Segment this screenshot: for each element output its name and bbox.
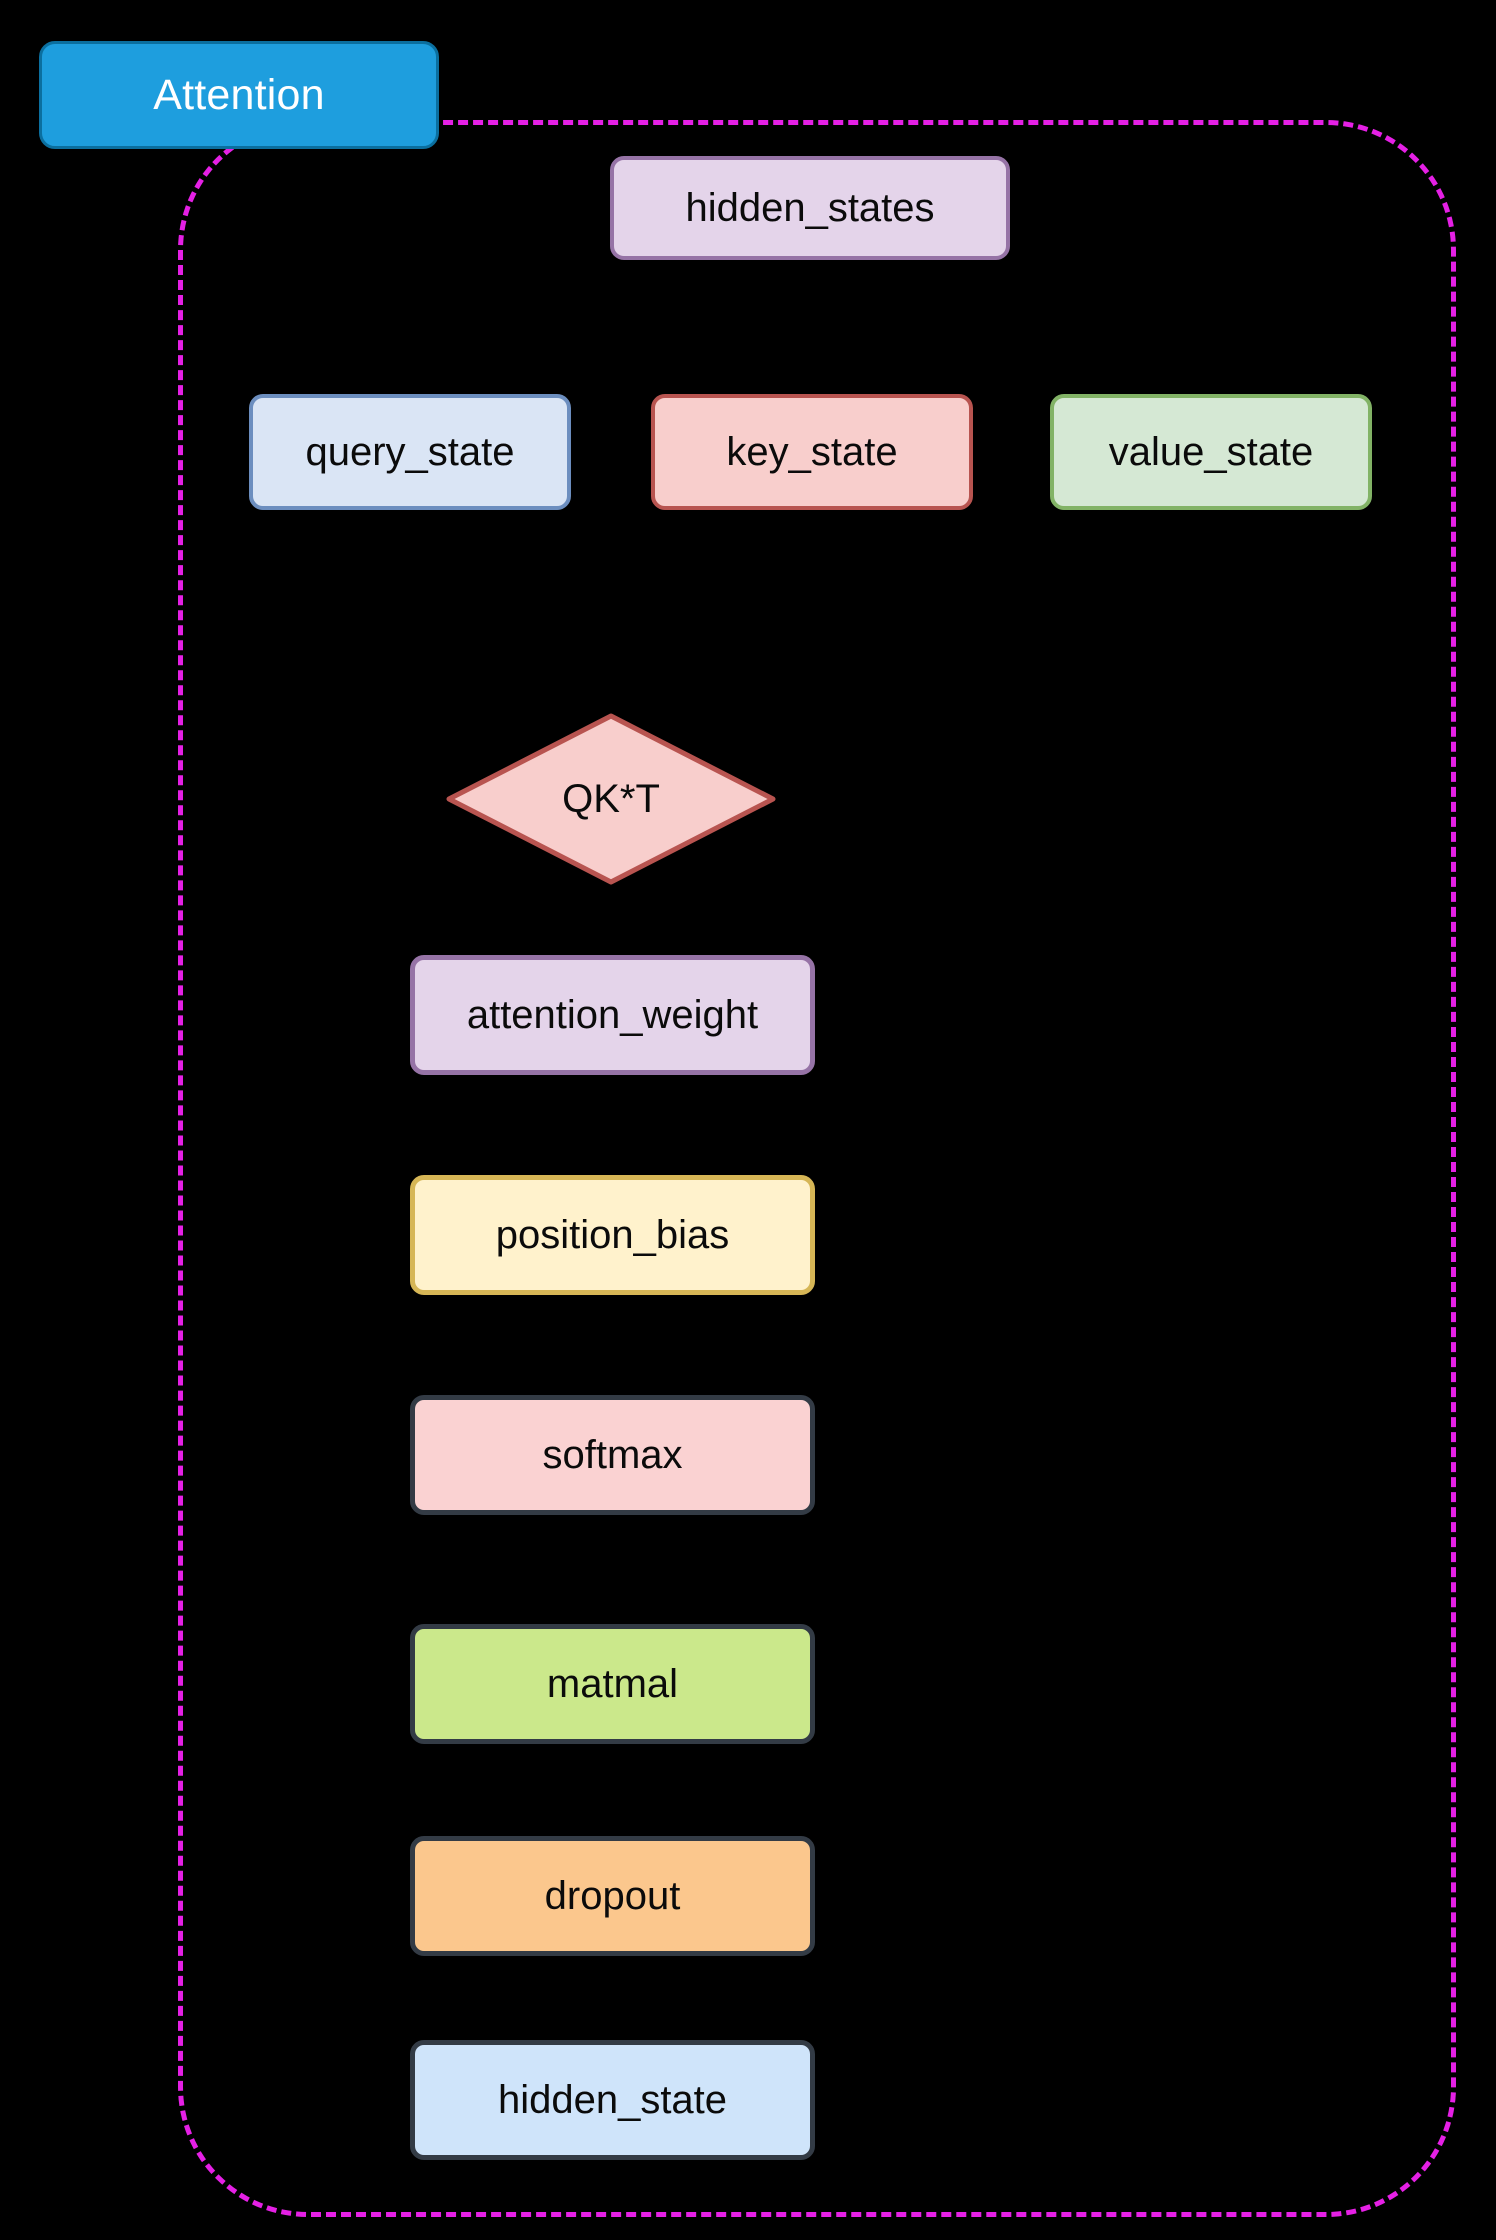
node-matmal[interactable]: matmal bbox=[410, 1624, 815, 1744]
node-dropout-label: dropout bbox=[544, 1874, 681, 1918]
node-hidden-state-label: hidden_state bbox=[497, 2078, 728, 2122]
node-hidden-states-label: hidden_states bbox=[685, 186, 935, 230]
node-value-state[interactable]: value_state bbox=[1050, 394, 1372, 510]
diamond-shape-icon bbox=[446, 713, 776, 885]
node-position-bias[interactable]: position_bias bbox=[410, 1175, 815, 1295]
subgraph-title-attention[interactable]: Attention bbox=[39, 41, 439, 149]
subgraph-boundary-attention bbox=[178, 120, 1456, 2217]
node-dropout[interactable]: dropout bbox=[410, 1836, 815, 1956]
node-key-state[interactable]: key_state bbox=[651, 394, 973, 510]
node-attention-weight[interactable]: attention_weight bbox=[410, 955, 815, 1075]
node-value-state-label: value_state bbox=[1108, 430, 1314, 474]
node-attention-weight-label: attention_weight bbox=[466, 993, 759, 1037]
node-matmal-label: matmal bbox=[546, 1662, 679, 1706]
subgraph-title-label: Attention bbox=[153, 70, 325, 119]
node-hidden-state[interactable]: hidden_state bbox=[410, 2040, 815, 2160]
node-hidden-states[interactable]: hidden_states bbox=[610, 156, 1010, 260]
node-position-bias-label: position_bias bbox=[495, 1213, 730, 1257]
node-softmax-label: softmax bbox=[542, 1433, 683, 1477]
node-query-state-label: query_state bbox=[305, 430, 515, 474]
node-softmax[interactable]: softmax bbox=[410, 1395, 815, 1515]
node-qkt[interactable]: QK*T bbox=[446, 713, 776, 885]
node-key-state-label: key_state bbox=[726, 430, 898, 474]
node-query-state[interactable]: query_state bbox=[249, 394, 571, 510]
